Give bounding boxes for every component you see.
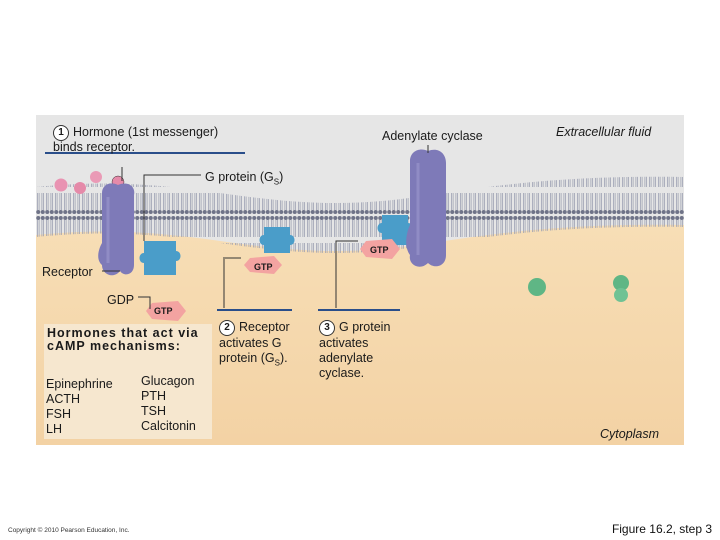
step3-leader: [335, 240, 358, 308]
hormone-molecule: [74, 182, 86, 194]
g-protein-inactive: [139, 241, 181, 275]
figure-caption: Figure 16.2, step 3: [611, 522, 712, 536]
step1-text-line1: Hormone (1st messenger): [73, 125, 219, 139]
atp-molecule: [528, 278, 546, 296]
signaling-diagram: 1 Hormone (1st messenger) binds receptor.…: [36, 115, 684, 445]
list-item: PTH: [141, 389, 166, 403]
gdp-leader: [138, 296, 151, 309]
hormone-molecule: [90, 171, 102, 183]
step1-number: 1: [53, 125, 69, 141]
gtp-label: GTP: [254, 262, 273, 272]
extracellular-fluid-label: Extracellular fluid: [556, 125, 652, 139]
molecule: [614, 288, 628, 302]
gtp-molecule: [244, 256, 282, 274]
adenylate-cyclase-label: Adenylate cyclase: [382, 129, 483, 143]
cytoplasm-label: Cytoplasm: [600, 427, 660, 441]
gtp-molecule: [146, 301, 186, 321]
list-item: Calcitonin: [141, 419, 196, 433]
g-protein-active: [259, 227, 295, 253]
gdp-label: GDP: [107, 293, 135, 307]
hormone-list-col1: Epinephrine ACTH FSH LH: [46, 377, 113, 437]
step1-label: 1 Hormone (1st messenger): [53, 125, 218, 141]
list-item: TSH: [141, 404, 166, 418]
hormone-list-box: Hormones that act via cAMP mechanisms: E…: [44, 324, 212, 439]
step2-number: 2: [219, 320, 235, 336]
adenylate-cyclase-protein: [406, 149, 446, 267]
g-protein-leader: [143, 174, 201, 241]
hormone-molecule: [54, 178, 68, 192]
list-item: FSH: [46, 407, 71, 421]
list-item: Epinephrine: [46, 377, 113, 391]
gtp-label: GTP: [370, 245, 389, 255]
hormone-list-col2: Glucagon PTH TSH Calcitonin: [141, 374, 196, 434]
list-item: Glucagon: [141, 374, 195, 388]
gtp-molecule: [360, 239, 400, 259]
step3-number: 3: [319, 320, 335, 336]
list-item: LH: [46, 422, 62, 436]
g-protein-label: G protein (GS): [205, 170, 284, 187]
g-protein-bound: [377, 215, 413, 245]
molecule: [613, 275, 629, 291]
step1-text-line2: binds receptor.: [53, 140, 135, 154]
copyright-notice: Copyright © 2010 Pearson Education, Inc.: [8, 527, 130, 534]
hormone-list-title: Hormones that act via cAMP mechanisms:: [47, 326, 199, 353]
receptor-label: Receptor: [42, 265, 93, 279]
receptor-protein: [98, 183, 135, 276]
gtp-label: GTP: [154, 306, 173, 316]
list-item: ACTH: [46, 392, 81, 406]
